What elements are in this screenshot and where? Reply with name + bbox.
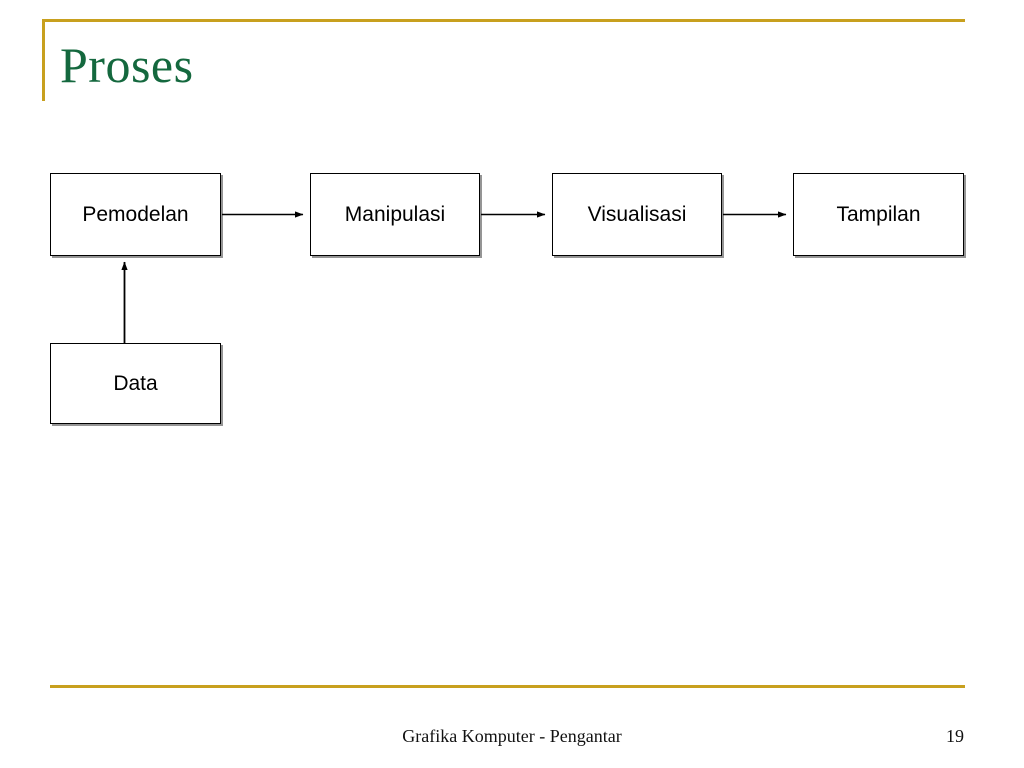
diagram-node-label: Data: [113, 372, 158, 395]
diagram-node-manipulasi[interactable]: Manipulasi: [310, 173, 480, 256]
slide-number: 19: [946, 726, 964, 746]
footer-rule: [50, 685, 965, 688]
page-title: Proses: [60, 37, 194, 93]
diagram-node-label: Manipulasi: [344, 203, 446, 226]
diagram-node-label: Visualisasi: [587, 203, 687, 226]
diagram-node-label: Pemodelan: [82, 203, 189, 226]
footer-text: Grafika Komputer - Pengantar: [402, 726, 622, 746]
title-rule-top: [42, 19, 965, 22]
diagram-node-tampilan[interactable]: Tampilan: [793, 173, 964, 256]
title-rule-left: [42, 19, 45, 101]
diagram-node-visualisasi[interactable]: Visualisasi: [552, 173, 722, 256]
diagram-node-label: Tampilan: [836, 203, 921, 226]
diagram-node-pemodelan[interactable]: Pemodelan: [50, 173, 221, 256]
diagram-node-data[interactable]: Data: [50, 343, 221, 424]
